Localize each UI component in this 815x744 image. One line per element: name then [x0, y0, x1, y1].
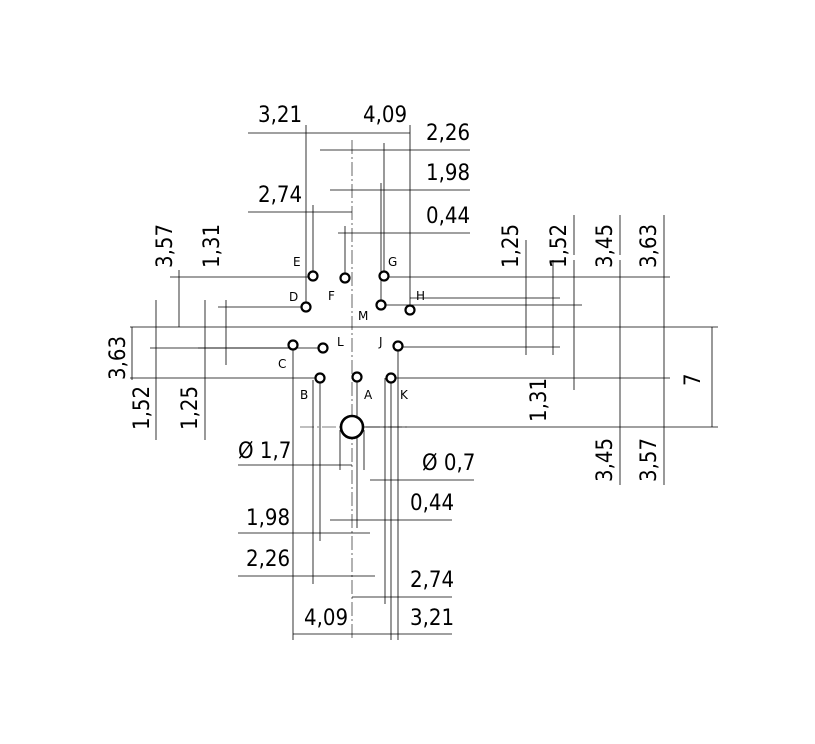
dim-bottom-2-26: 2,26 — [246, 547, 290, 572]
right-dimension-labels: 1,25 1,52 3,45 3,63 1,31 3,45 3,57 7 — [499, 224, 706, 482]
dim-top-1-98: 1,98 — [426, 161, 470, 186]
bottom-dimension-labels: Ø 1,7 Ø 0,7 1,98 0,44 2,26 2,74 4,09 3,2… — [238, 439, 475, 631]
dim-bottom-dia-0-7: Ø 0,7 — [422, 451, 475, 476]
hole-l — [317, 342, 329, 354]
pin-label-l: L — [337, 335, 344, 349]
pin-label-h: H — [416, 289, 425, 303]
dim-bottom-dia-1-7: Ø 1,7 — [238, 439, 291, 464]
hole-e — [307, 270, 319, 282]
dim-right-3-57: 3,57 — [637, 438, 662, 482]
left-dimension-labels: 3,57 1,31 3,63 1,52 1,25 — [106, 224, 225, 430]
dim-right-1-31: 1,31 — [527, 378, 552, 422]
pin-label-j: J — [378, 335, 383, 349]
dim-right-3-63: 3,63 — [637, 224, 662, 268]
pin-holes — [287, 270, 416, 440]
dim-left-1-25: 1,25 — [178, 386, 203, 430]
dim-top-4-09: 4,09 — [363, 103, 407, 128]
dim-left-1-52: 1,52 — [130, 386, 155, 430]
top-dimension-labels: 3,21 4,09 2,26 2,74 1,98 0,44 — [258, 103, 470, 229]
dim-bottom-1-98: 1,98 — [246, 506, 290, 531]
pin-label-d: D — [289, 290, 298, 304]
pin-label-a: A — [364, 388, 373, 402]
pin-label-e: E — [293, 255, 301, 269]
hole-j — [392, 340, 404, 352]
hole-k — [385, 372, 397, 384]
hole-c — [287, 339, 299, 351]
dim-bottom-4-09: 4,09 — [304, 606, 348, 631]
pin-labels: A B C D E F G H J K L M — [278, 255, 425, 402]
center-lines — [300, 140, 410, 640]
center-hole — [339, 414, 365, 440]
dim-right-1-52: 1,52 — [547, 224, 572, 268]
dim-bottom-3-21: 3,21 — [410, 606, 454, 631]
dim-left-3-57: 3,57 — [153, 224, 178, 268]
pin-label-g: G — [388, 255, 397, 269]
dim-right-3-45: 3,45 — [593, 224, 618, 268]
hole-g — [378, 270, 390, 282]
dim-right-1-25: 1,25 — [499, 224, 524, 268]
dim-top-2-74: 2,74 — [258, 183, 302, 208]
dim-right-7: 7 — [681, 373, 706, 386]
dim-right-3-45-lower: 3,45 — [593, 438, 618, 482]
dim-top-3-21: 3,21 — [258, 103, 302, 128]
pin-label-k: K — [400, 388, 409, 402]
pin-label-f: F — [328, 289, 335, 303]
pin-label-m: M — [358, 309, 368, 323]
dim-left-1-31: 1,31 — [200, 224, 225, 268]
extension-lines — [130, 125, 718, 640]
pin-label-b: B — [300, 388, 308, 402]
dim-bottom-0-44: 0,44 — [410, 491, 454, 516]
hole-f — [339, 272, 351, 284]
dim-bottom-2-74: 2,74 — [410, 568, 454, 593]
hole-d — [300, 301, 312, 313]
hole-b — [314, 372, 326, 384]
dim-top-0-44: 0,44 — [426, 204, 470, 229]
hole-a — [351, 371, 363, 383]
hole-m — [375, 299, 387, 311]
hole-h — [404, 304, 416, 316]
dim-top-2-26: 2,26 — [426, 121, 470, 146]
dim-left-3-63: 3,63 — [106, 336, 131, 380]
pin-label-c: C — [278, 357, 286, 371]
